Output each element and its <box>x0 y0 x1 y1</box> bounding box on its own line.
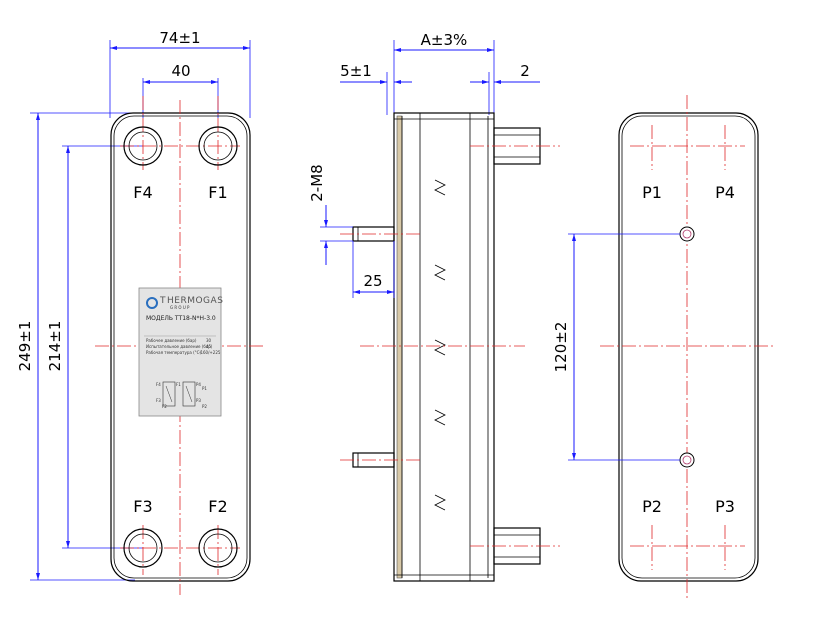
port-f1 <box>198 126 238 166</box>
nameplate-diagram-label: P3 <box>196 398 201 403</box>
connection-offset-dimension: 2 <box>520 62 530 80</box>
nameplate-line1-label: Рабочее давление (бар) <box>146 338 197 343</box>
break-mark <box>434 264 446 281</box>
nameplate-line1-value: 30 <box>206 338 212 343</box>
back-view: 120±2 P1 P4 P2 P3 <box>552 95 775 600</box>
width-dimension: 74±1 <box>159 29 200 47</box>
break-mark <box>434 409 446 426</box>
front-view: 74±1 40 249±1 214±1 <box>16 29 265 595</box>
port-label-f2: F2 <box>208 497 227 516</box>
port-f3 <box>123 528 163 568</box>
nameplate-diagram-label: P4 <box>196 382 201 387</box>
port-label-f4: F4 <box>133 183 152 202</box>
nameplate-line2-label: Испытательное давление (бар) <box>146 344 213 349</box>
plate-body <box>110 112 251 582</box>
stud-hole-top <box>679 226 695 242</box>
nameplate: T HERMOGAS G R O U P МОДЕЛЬ ТТ18-N*H-3.0… <box>138 287 223 417</box>
depth-dimension: A±3% <box>421 31 468 49</box>
port-label-f3: F3 <box>133 497 152 516</box>
nameplate-brand: HERMOGAS <box>167 296 223 306</box>
nameplate-diagram-label: F2 <box>162 404 167 409</box>
nameplate-model: МОДЕЛЬ ТТ18-N*H-3.0 <box>146 315 216 322</box>
nameplate-line3-value: -160/+225 <box>199 350 221 355</box>
side-view: A±3% 5±1 2 <box>308 31 560 582</box>
port-label-f1: F1 <box>208 183 227 202</box>
nameplate-diagram-label: P1 <box>202 386 207 391</box>
stud-length-dimension: 25 <box>363 272 382 290</box>
nameplate-diagram-label: F3 <box>156 398 161 403</box>
port-label-p2: P2 <box>642 497 662 516</box>
brand-logo-icon <box>146 297 158 309</box>
port-label-p1: P1 <box>642 183 662 202</box>
nameplate-brand-prefix: T <box>159 296 166 306</box>
nameplate-diagram-label: F1 <box>176 382 181 387</box>
height-dimension: 249±1 <box>16 321 34 372</box>
side-body <box>393 112 495 582</box>
nameplate-diagram-label: F4 <box>156 382 161 387</box>
break-mark <box>434 339 446 356</box>
port-f4 <box>123 126 163 166</box>
break-mark <box>434 179 446 196</box>
stud-dimension: 2-M8 <box>308 164 326 201</box>
plate-offset-dimension: 5±1 <box>340 62 372 80</box>
port-height-dimension: 214±1 <box>46 321 64 372</box>
stud-spacing-dimension: 120±2 <box>552 322 570 373</box>
nameplate-line3-label: Рабочая температура (°C) <box>146 350 201 355</box>
port-label-p4: P4 <box>715 183 735 202</box>
port-f2 <box>198 528 238 568</box>
break-mark <box>434 494 446 511</box>
nameplate-diagram-label: P2 <box>202 404 207 409</box>
port-spacing-dimension: 40 <box>171 62 190 80</box>
nameplate-brand-sub: G R O U P <box>170 305 190 310</box>
nameplate-line2-value: 45 <box>206 344 212 349</box>
port-label-p3: P3 <box>715 497 735 516</box>
back-plate-body <box>618 112 759 582</box>
stud-hole-bottom <box>679 452 695 468</box>
